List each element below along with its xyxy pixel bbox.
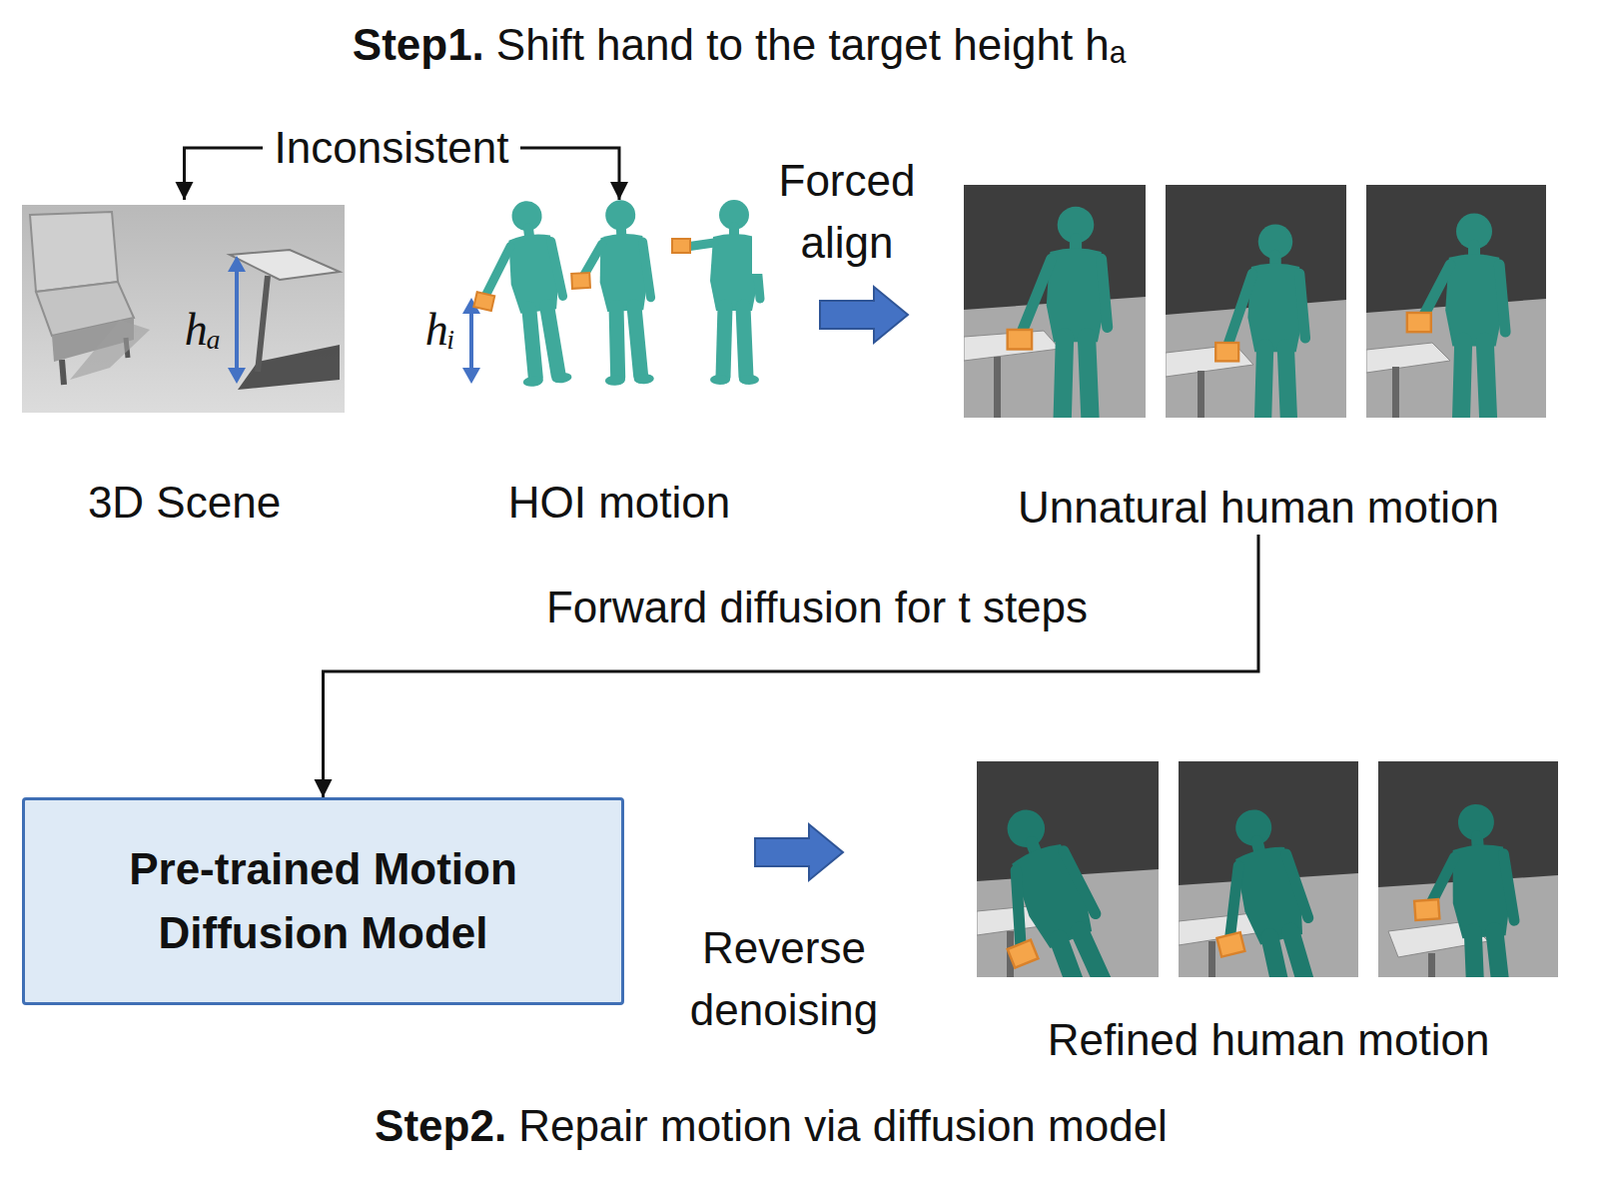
block-arrow: [755, 823, 843, 880]
step-number: Step1.: [352, 18, 485, 72]
edge-label: Forced align: [752, 149, 942, 273]
block-arrow: [819, 286, 908, 343]
figure-panel: Refined human motion: [973, 757, 1564, 1067]
step-number: Step2.: [374, 1099, 507, 1153]
edge-label: Forward diffusion for t steps: [534, 581, 1100, 635]
height-symbol: hₐ: [184, 301, 221, 357]
caption-holder: HOI motion: [469, 476, 770, 530]
caption-holder: Unnatural human motion: [958, 481, 1559, 535]
figure-caption: Unnatural human motion: [958, 481, 1559, 535]
heading-line: Step1.Shift hand to the target height hₐ: [352, 18, 1126, 72]
caption-holder: Refined human motion: [973, 1013, 1564, 1067]
connector-line: [323, 534, 1260, 798]
edge-label: Inconsistent: [262, 121, 522, 175]
caption-holder: 3D Scene: [21, 476, 347, 530]
model-box: Pre-trained Motion Diffusion Model: [21, 797, 625, 1005]
figure-caption: HOI motion: [469, 476, 770, 530]
heading-line: Step2.Repair motion via diffusion model: [374, 1099, 1168, 1153]
figure-panel: 3D Scene: [21, 199, 347, 530]
step-text: Repair motion via diffusion model: [518, 1099, 1168, 1153]
height-symbol: hᵢ: [425, 301, 456, 357]
figure-caption: Refined human motion: [973, 1013, 1564, 1067]
step-text: Shift hand to the target height hₐ: [496, 18, 1126, 72]
edge-label: Reverse denoising: [659, 916, 909, 1040]
figure-caption: 3D Scene: [21, 476, 347, 530]
figure-panel: Unnatural human motion: [958, 179, 1559, 535]
figure-panel: HOI motion: [469, 199, 770, 530]
box-title: Pre-trained Motion Diffusion Model: [43, 836, 604, 965]
